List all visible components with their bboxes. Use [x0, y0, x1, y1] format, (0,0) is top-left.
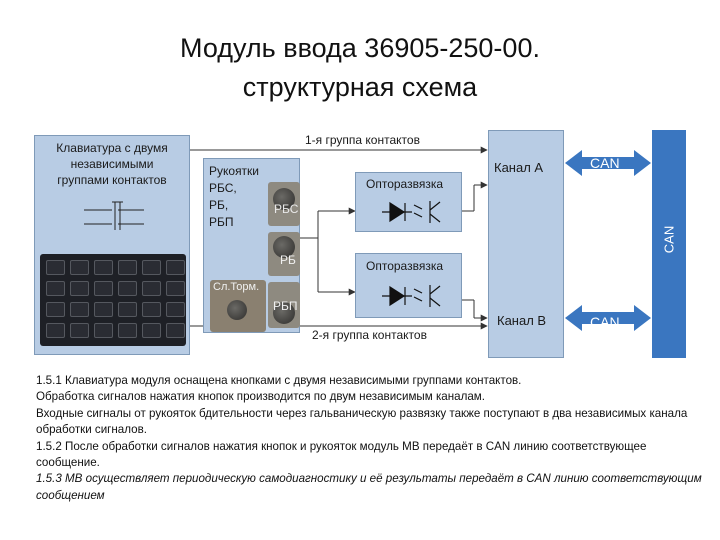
keypad-key [118, 302, 137, 317]
optocoupler-symbol-icon [382, 201, 441, 223]
channel-b-label: Канал В [497, 313, 547, 328]
handles-label-line2: РБС, [209, 181, 237, 195]
description: 1.5.1 Клавиатура модуля оснащена кнопкам… [36, 373, 706, 504]
optocoupler-top-label: Оптоpазвязка [366, 177, 444, 191]
keypad-key [142, 323, 161, 338]
channel-a-block [488, 130, 564, 358]
keypad-key [70, 260, 89, 275]
optocoupler-symbol-icon [382, 285, 441, 307]
keyboard-label-line1: Клавиатура с двумя [56, 141, 168, 155]
keypad-key [70, 281, 89, 296]
keypad-photo [40, 254, 186, 346]
channel-a-label: Канал А [494, 160, 544, 175]
keypad-key [70, 323, 89, 338]
keypad-key [166, 302, 185, 317]
keypad-key [166, 323, 185, 338]
keypad-key [94, 302, 113, 317]
keypad-key [142, 302, 161, 317]
brake-handle-tag: Сл.Торм. [213, 281, 260, 293]
handles-label-line3: РБ, [209, 198, 229, 212]
knob-icon [273, 302, 295, 324]
handle-rbp-photo [268, 282, 300, 328]
can-bus-label: CAN [661, 225, 677, 254]
knob-icon [227, 300, 247, 320]
optocoupler-bottom-label: Оптоpазвязка [366, 259, 444, 273]
description-paragraph-2: Обработка сигналов нажатия кнопок произв… [36, 390, 485, 404]
handle-rbs-photo [268, 182, 300, 226]
description-paragraph-3: Входные сигналы от рукояток бдительности… [36, 406, 688, 437]
keypad-key [142, 281, 161, 296]
group2-label: 2-я группа контактов [312, 328, 427, 342]
can-top-label: CAN [590, 155, 620, 171]
handles-label-line1: Рукоятки [209, 164, 260, 178]
can-arrow-bottom [565, 305, 651, 331]
knob-icon [273, 188, 295, 210]
keypad-key [46, 260, 65, 275]
handle-rbp-tag: РБП [273, 299, 298, 313]
keypad-key [94, 281, 113, 296]
handle-rb-tag: РБ [280, 253, 296, 267]
keypad-key [166, 281, 185, 296]
keypad-key [46, 302, 65, 317]
optocoupler-bottom-block [355, 253, 462, 318]
group1-label: 1-я группа контактов [305, 133, 420, 147]
keypad-key [94, 323, 113, 338]
description-paragraph-1: 1.5.1 Клавиатура модуля оснащена кнопкам… [36, 374, 522, 387]
can-bus-bar [652, 130, 686, 358]
keypad-key [70, 302, 89, 317]
keypad-key [118, 260, 137, 275]
optocoupler-top-block [355, 172, 462, 232]
handle-rb-photo [268, 232, 300, 276]
keyboard-label-line2: независимыми [70, 157, 154, 171]
handles-label-line4: РБП [209, 215, 234, 229]
switch-symbol-icon [84, 201, 144, 230]
keypad-key [46, 281, 65, 296]
can-arrow-top [565, 150, 651, 176]
keypad-key [46, 323, 65, 338]
slide-title-line1: Модуль ввода 36905-250-00. [180, 33, 540, 63]
keypad-key [166, 260, 185, 275]
slide-title-line2: структурная схема [242, 72, 478, 102]
keypad-key [142, 260, 161, 275]
brake-handle-photo [210, 280, 266, 332]
handle-rbs-tag: РБС [274, 202, 299, 216]
description-paragraph-4: 1.5.2 После обработки сигналов нажатия к… [36, 439, 647, 470]
knob-icon [273, 236, 295, 258]
keypad-key [118, 281, 137, 296]
description-paragraph-5: 1.5.3 МВ осуществляет периодическую само… [36, 472, 702, 502]
keypad-key [94, 260, 113, 275]
keypad-key [118, 323, 137, 338]
keyboard-label-line3: группами контактов [57, 173, 167, 187]
can-bottom-label: CAN [590, 314, 620, 330]
